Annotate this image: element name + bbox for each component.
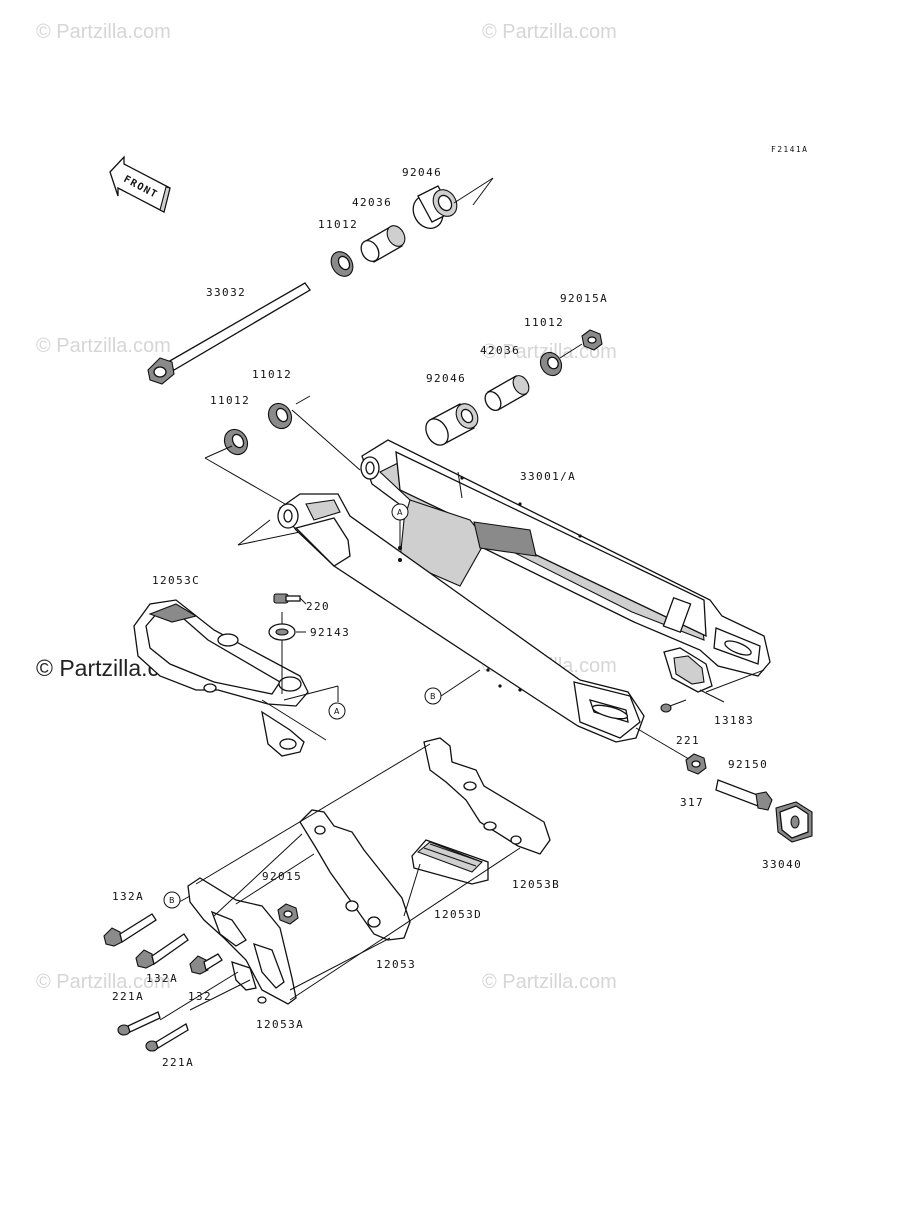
part-label: 11012 — [252, 368, 292, 381]
assembly-leaders — [159, 743, 521, 1021]
pivot-shaft-33032 — [147, 282, 311, 385]
bracket-12053A — [187, 877, 297, 1005]
screw-221A-2 — [145, 1023, 189, 1052]
screw-221 — [660, 699, 687, 713]
callout-a-circle — [391, 503, 409, 521]
seal-11012-top — [330, 251, 354, 277]
leader — [559, 343, 583, 359]
leader — [283, 685, 339, 701]
part-label: 11012 — [318, 218, 358, 231]
collar-42036-top — [360, 225, 406, 263]
callout-a: A — [397, 508, 403, 517]
seal-11012-right — [539, 351, 563, 377]
screw-221A-1 — [117, 1011, 161, 1036]
part-label: 12053 — [376, 958, 416, 971]
part-label: 33040 — [762, 858, 802, 871]
part-label: 132 — [188, 990, 212, 1003]
bolt-132 — [189, 953, 223, 975]
part-label: 33001/A — [520, 470, 576, 483]
part-label: 92046 — [402, 166, 442, 179]
nut-92015A — [581, 329, 603, 351]
leader — [472, 177, 494, 206]
part-labels: 92046 42036 11012 33032 92015A 11012 420… — [112, 166, 802, 1069]
watermark: © Partzilla.com — [36, 21, 171, 43]
leader — [237, 531, 301, 546]
part-label: 42036 — [480, 344, 520, 357]
front-arrow: FRONT — [109, 155, 171, 213]
part-label: 220 — [306, 600, 330, 613]
leader — [291, 409, 361, 471]
callout-b-circle — [163, 891, 181, 909]
nut-92015 — [277, 903, 299, 925]
part-label: 132A — [112, 890, 144, 903]
callout-b: B — [169, 896, 175, 905]
part-label: 11012 — [210, 394, 250, 407]
guide-block-12053D — [411, 839, 489, 885]
callout-b-circle — [424, 687, 442, 705]
part-label: 92015 — [262, 870, 302, 883]
part-label: 12053C — [152, 574, 200, 587]
figure-code: F2141A — [771, 145, 808, 154]
leader — [204, 457, 286, 505]
leader — [705, 669, 765, 693]
gasket-13183 — [663, 647, 713, 693]
bearing-92046-top — [412, 185, 458, 229]
leader — [453, 177, 494, 204]
chain-slider-12053C — [133, 599, 309, 757]
guide-plate-12053 — [299, 809, 411, 941]
guide-12053B — [423, 737, 551, 855]
part-label: 221 — [676, 734, 700, 747]
bolt-132A-1 — [103, 913, 157, 947]
leader — [261, 699, 327, 741]
leader — [699, 689, 725, 703]
collar-42036-right — [484, 375, 530, 411]
callout-a: A — [334, 707, 340, 716]
leader — [295, 395, 311, 405]
leader — [204, 445, 233, 459]
bolt-220 — [273, 593, 307, 605]
part-label: 12053B — [512, 878, 560, 891]
leader — [440, 669, 481, 697]
watermark: © Partzilla.com — [36, 335, 171, 357]
part-label: 92150 — [728, 758, 768, 771]
part-label: 221A — [162, 1056, 194, 1069]
part-label: 13183 — [714, 714, 754, 727]
watermark: © Partzilla.com — [482, 971, 617, 993]
callout-a-circle — [328, 702, 346, 720]
bolt-92150 — [715, 779, 773, 811]
part-label: 92015A — [560, 292, 608, 305]
watermark: © Partzilla.com — [36, 971, 171, 993]
nut-317 — [685, 753, 707, 775]
seal-11012-left-1 — [223, 428, 249, 456]
leader — [635, 727, 695, 763]
part-label: 33032 — [206, 286, 246, 299]
washer-92143 — [268, 623, 296, 641]
part-label: 92046 — [426, 372, 466, 385]
part-label: 221A — [112, 990, 144, 1003]
swingarm-33001A — [277, 439, 771, 743]
part-label: 12053A — [256, 1018, 304, 1031]
bolt-132A-2 — [135, 933, 189, 969]
part-label: 12053D — [434, 908, 482, 921]
leader — [237, 519, 271, 546]
part-label: 132A — [146, 972, 178, 985]
adjuster-block-33040 — [775, 801, 813, 843]
seal-11012-left-2 — [267, 402, 293, 430]
part-label: 92143 — [310, 626, 350, 639]
part-label: 317 — [680, 796, 704, 809]
part-label: 11012 — [524, 316, 564, 329]
callout-b: B — [430, 692, 436, 701]
part-label: 42036 — [352, 196, 392, 209]
watermark: © Partzilla.com — [482, 21, 617, 43]
bearing-92046-right — [425, 403, 479, 446]
